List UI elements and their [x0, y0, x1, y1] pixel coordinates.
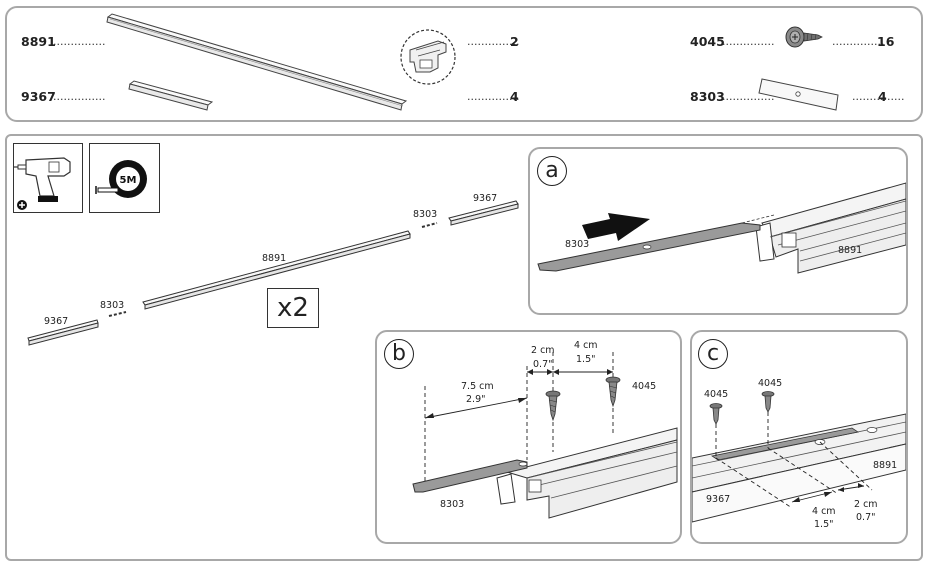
- detail-c-dim-2in: 0.7": [856, 512, 876, 523]
- detail-b-dim1-in: 2.9": [466, 394, 486, 405]
- detail-c-label-8891: 8891: [873, 460, 898, 471]
- leader-dots: ...............: [832, 35, 885, 48]
- detail-b-dim3-in: 1.5": [576, 354, 596, 365]
- drill-tool-box: [13, 143, 83, 213]
- detail-b-illustration: [412, 352, 678, 519]
- plate-8303-right: [421, 222, 438, 228]
- screw-icon: [709, 403, 723, 425]
- label-8303-right: 8303: [413, 209, 438, 220]
- parts-panel: [5, 6, 923, 122]
- detail-a-label-8891: 8891: [838, 245, 863, 256]
- label-9367-right: 9367: [473, 193, 498, 204]
- screw-icon: [605, 376, 621, 408]
- detail-c-dim-2cm: 2 cm: [854, 499, 878, 510]
- part-code-8891: 8891: [21, 34, 56, 49]
- tape-measure-tool-box: 5M: [89, 143, 160, 213]
- screw-4045-illustration: [785, 26, 823, 48]
- screw-icon: [761, 391, 775, 413]
- leader-dots: ...............: [53, 90, 106, 103]
- rail-9367-illustration: [128, 80, 214, 111]
- detail-b-dim1-cm: 7.5 cm: [461, 381, 494, 392]
- rail-8891-illustration: [106, 13, 408, 111]
- detail-b-marker: b: [384, 339, 414, 369]
- multiplier-text: x2: [277, 293, 309, 323]
- detail-c-marker: c: [698, 339, 728, 369]
- detail-c-label-9367: 9367: [706, 494, 731, 505]
- part-code-4045: 4045: [690, 34, 725, 49]
- label-9367-left: 9367: [44, 316, 69, 327]
- rail-9367-right: [448, 200, 519, 226]
- multiplier-box: x2: [267, 288, 319, 328]
- exploded-assembly: [27, 200, 519, 346]
- tape-measure-icon: 5M: [95, 160, 147, 198]
- detail-c-label-4045-b: 4045: [758, 378, 783, 389]
- detail-c-label-4045-a: 4045: [704, 389, 729, 400]
- tape-measure-label: 5M: [120, 175, 137, 186]
- rail-8891-center: [142, 230, 411, 310]
- part-code-9367: 9367: [21, 89, 56, 104]
- screw-icon: [545, 390, 561, 422]
- rail-9367-left: [27, 319, 99, 346]
- detail-c-dim-4cm: 4 cm: [812, 506, 836, 517]
- profile-detail-illustration: [400, 29, 456, 85]
- leader-dots: ...............: [467, 90, 520, 103]
- part-code-8303: 8303: [690, 89, 725, 104]
- label-8891-center: 8891: [262, 253, 287, 264]
- leader-dots: ...............: [53, 35, 106, 48]
- detail-b-label-4045: 4045: [632, 381, 657, 392]
- detail-b-dim2-cm: 2 cm: [531, 345, 555, 356]
- part-qty-4045: 16: [877, 34, 895, 49]
- detail-a-marker: a: [537, 156, 567, 186]
- detail-c-illustration: [692, 391, 906, 523]
- detail-b-panel: [375, 330, 682, 544]
- detail-a-label-8303: 8303: [565, 239, 590, 250]
- leader-dots: ...............: [852, 90, 905, 103]
- detail-b-dim3-cm: 4 cm: [574, 340, 598, 351]
- detail-b-dim2-in: 0.7": [533, 359, 553, 370]
- drill-icon: [14, 157, 71, 210]
- detail-c-dim-4in: 1.5": [814, 519, 834, 530]
- detail-a-illustration: [537, 182, 906, 274]
- part-qty-9367: 4: [510, 89, 519, 104]
- parts-illustrations: [106, 13, 839, 111]
- part-qty-8303: 4: [878, 89, 887, 104]
- label-8303-left: 8303: [100, 300, 125, 311]
- leader-dots: ...............: [722, 35, 775, 48]
- plate-8303-illustration: [758, 78, 839, 111]
- part-qty-8891: 2: [510, 34, 519, 49]
- leader-dots: ...............: [467, 35, 520, 48]
- detail-b-label-8303: 8303: [440, 499, 465, 510]
- plate-8303-left: [108, 311, 127, 317]
